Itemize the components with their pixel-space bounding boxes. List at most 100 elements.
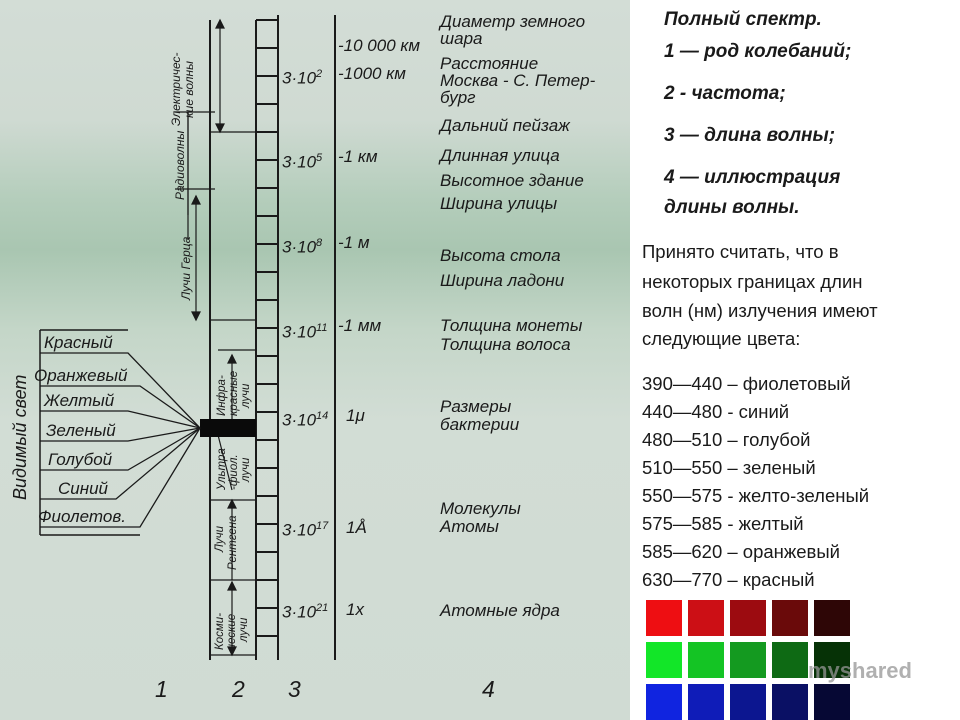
frequency-tick: 3·108 [282, 235, 322, 256]
color-name-violet: Фиолетов. [38, 507, 126, 526]
visible-band-marker [200, 419, 256, 437]
illustration-earth-diameter: Диаметр земного [440, 12, 586, 31]
infrared-line1: Инфра- [216, 375, 228, 416]
cosmic-line3: лучи [238, 617, 250, 642]
color-swatch [772, 684, 808, 720]
caption-item-4-cont: длины волны. [664, 197, 800, 218]
color-swatch [688, 684, 724, 720]
spectrum-scale-drawing [39, 15, 336, 660]
xray-line2: Рентгена [227, 515, 239, 570]
visible-color-connector [40, 427, 201, 528]
range-orange: 585—620 – оранжевый [642, 541, 841, 562]
illustration-moscow-spb: Москва - С. Петер- [440, 71, 596, 90]
illustration-moscow-spb-2: бург [440, 88, 476, 107]
cosmic-line2: ческие [226, 613, 238, 650]
visible-color-connector [40, 427, 201, 442]
illustration-bacteria-size: Размеры [440, 397, 512, 416]
color-name-orange: Оранжевый [34, 366, 128, 385]
frequency-tick: 3·1014 [282, 408, 328, 429]
color-name-blue: Синий [58, 479, 108, 498]
caption-note-line1: Принято считать, что в [642, 241, 839, 262]
illustration-tall-building: Высотное здание [440, 171, 584, 190]
wavelength-1mm: -1 мм [338, 316, 382, 335]
cosmic-line1: Косми- [214, 612, 226, 650]
caption-title: Полный спектр. [664, 9, 822, 30]
wave-type-radio: Радиоволны [173, 130, 187, 200]
color-swatch [772, 642, 808, 678]
caption-note-line2: некоторых границах длин [642, 271, 863, 292]
frequency-tick: 3·105 [282, 150, 322, 171]
wave-type-xray: Лучи Рентгена [214, 490, 240, 570]
wave-type-electric-line2: кие волны [182, 61, 196, 118]
color-swatch [730, 684, 766, 720]
illustration-far-landscape: Дальний пейзаж [440, 116, 570, 135]
frequency-mantissa: 3·10 [282, 237, 317, 257]
wavelength-10000km: -10 000 км [338, 36, 421, 55]
caption-item-3: 3 — длина волны; [664, 125, 836, 146]
wavelength-1x: 1x [346, 600, 364, 619]
frequency-exponent: 21 [316, 602, 329, 614]
range-yellow-green: 550—575 - желто-зеленый [642, 485, 870, 506]
color-swatch [730, 600, 766, 636]
visible-light-label: Видимый свет [10, 374, 30, 500]
wavelength-1micron: 1μ [346, 406, 365, 425]
illustration-table-height: Высота стола [440, 246, 561, 265]
infrared-line2: красные [228, 370, 240, 416]
uv-line2: -фиол. [228, 454, 240, 490]
frequency-mantissa: 3·10 [282, 68, 317, 88]
color-swatch [814, 642, 850, 678]
frequency-mantissa: 3·10 [282, 322, 317, 342]
wave-type-cosmic: Косми- ческие лучи [214, 580, 250, 650]
caption-item-1: 1 — род колебаний; [664, 41, 852, 62]
range-red: 630—770 – красный [642, 569, 815, 590]
frequency-mantissa: 3·10 [282, 152, 317, 172]
caption-item-2: 2 - частота; [664, 83, 786, 104]
caption-note-line4: следующие цвета: [642, 328, 801, 349]
color-swatch [688, 600, 724, 636]
frequency-mantissa: 3·10 [282, 520, 317, 540]
wave-type-electric-label: Электричес- кие волны [169, 6, 196, 126]
illustration-street-width: Ширина улицы [440, 194, 558, 213]
illustration-palm-width: Ширина ладони [440, 271, 565, 290]
column-number-4: 4 [482, 676, 495, 702]
spectrum-diagram-panel: Электричес- кие волны Радиоволны Лучи Ге… [0, 0, 630, 720]
frequency-mantissa: 3·10 [282, 410, 317, 430]
visible-color-connector [40, 352, 201, 429]
caption-note-line3: волн (нм) излучения имеют [642, 300, 878, 321]
frequency-tick: 3·1011 [282, 320, 327, 341]
color-swatch [646, 642, 682, 678]
watermark-logo: myshared [808, 658, 912, 683]
visible-color-connector [40, 427, 201, 471]
frequency-exponent: 14 [316, 410, 329, 422]
column-number-1: 1 [155, 676, 168, 702]
xray-line1: Лучи [214, 526, 226, 552]
frequency-exponent: 5 [316, 152, 323, 164]
illustration-long-street: Длинная улица [440, 146, 560, 165]
infrared-line3: лучи [240, 383, 252, 408]
wavelength-1000km: -1000 км [338, 64, 406, 83]
wavelength-1angstrom: 1Å [346, 518, 367, 537]
illustration-molecules: Молекулы [440, 499, 521, 518]
frequency-exponent: 17 [316, 520, 329, 532]
illustration-bacteria-size-2: бактерии [440, 415, 520, 434]
frequency-tick: 3·102 [282, 66, 322, 87]
color-name-green: Зеленый [46, 421, 116, 440]
frequency-tick: 3·1021 [282, 600, 328, 621]
wave-type-hertz: Лучи Герца [179, 236, 193, 300]
color-swatch [688, 642, 724, 678]
frequency-exponent: 11 [316, 322, 328, 334]
illustration-earth-diameter-2: шара [440, 29, 483, 48]
uv-line3: лучи [240, 457, 252, 482]
wavelength-1m: -1 м [338, 233, 370, 252]
column-number-2: 2 [232, 676, 245, 702]
range-violet: 390—440 – фиолетовый [642, 373, 851, 394]
color-name-red: Красный [44, 333, 113, 352]
visible-color-connector [40, 410, 201, 429]
color-swatch [646, 684, 682, 720]
visible-color-connector [40, 427, 201, 500]
range-yellow: 575—585 - желтый [642, 513, 804, 534]
illustration-distance: Расстояние [440, 54, 539, 73]
color-swatch [730, 642, 766, 678]
range-cyan: 480—510 – голубой [642, 429, 811, 450]
color-name-yellow: Желтый [44, 391, 115, 410]
